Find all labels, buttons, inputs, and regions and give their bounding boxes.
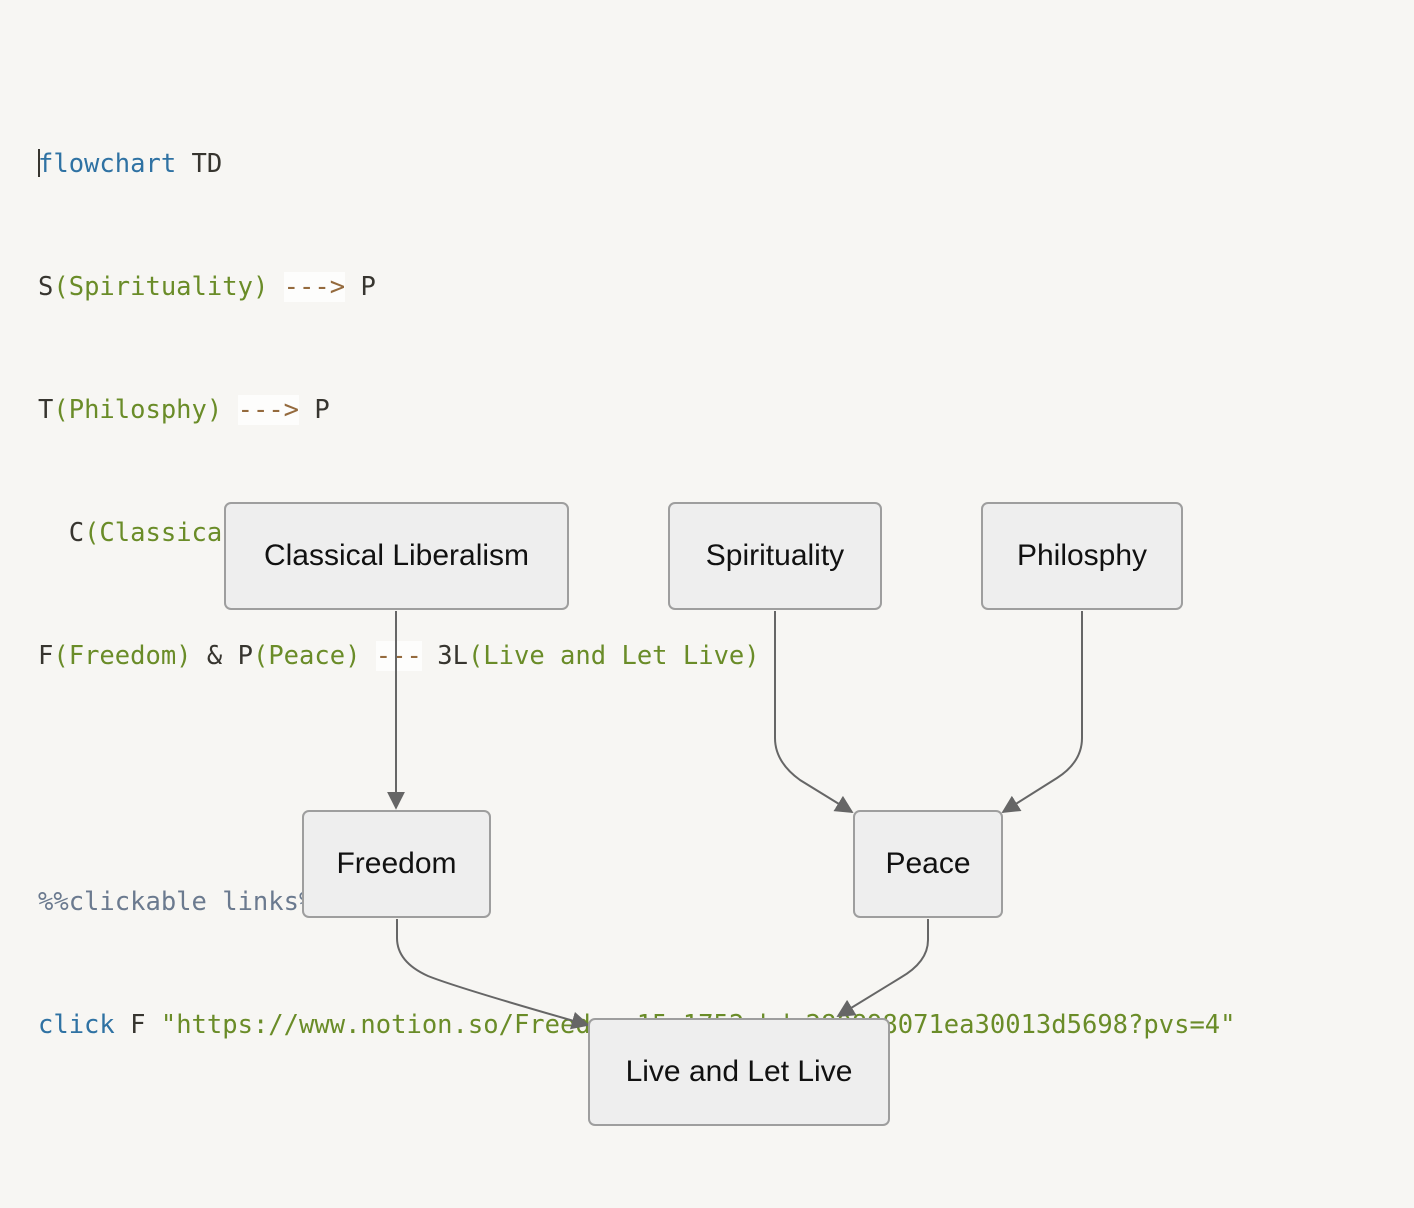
target-id-token: P: [360, 272, 376, 302]
target-id-token: P: [314, 395, 330, 425]
node-label-token: (Spirituality): [53, 272, 269, 302]
ampersand-token: &: [206, 641, 223, 671]
keyword-flowchart: flowchart: [38, 149, 177, 179]
node-peace[interactable]: Peace: [853, 810, 1003, 918]
keyword-click: click: [38, 1010, 115, 1040]
node-id-token: C: [68, 518, 85, 548]
arrow-token: --->: [237, 395, 300, 425]
code-line-1: flowchart TD: [38, 144, 1236, 185]
direction-token: TD: [191, 149, 223, 179]
node-id-token: F: [38, 641, 54, 671]
node-classical-liberalism[interactable]: Classical Liberalism: [224, 502, 569, 610]
node-label: Classical Liberalism: [263, 539, 530, 572]
node-label: Live and Let Live: [625, 1055, 853, 1088]
node-label-token: (Peace): [252, 641, 361, 671]
node-label: Peace: [885, 847, 971, 880]
arrow-token: --->: [283, 272, 346, 302]
link-token: ---: [375, 641, 422, 671]
node-label-token: (Freedom): [53, 641, 192, 671]
node-id-token: S: [38, 272, 54, 302]
node-id-token: 3L: [437, 641, 468, 671]
node-id-token: P: [237, 641, 253, 671]
node-id-token: T: [38, 395, 54, 425]
node-label: Philosphy: [1016, 539, 1148, 572]
edge-freedom-to-live: [396, 919, 590, 1030]
edge-philosophy-to-peace: [1001, 611, 1083, 813]
edge-spirituality-to-peace: [774, 611, 854, 813]
node-live-and-let-live[interactable]: Live and Let Live: [588, 1018, 890, 1126]
node-label: Freedom: [336, 847, 457, 880]
node-label-token: (Philosphy): [53, 395, 223, 425]
text-cursor: [38, 149, 40, 177]
code-line-2: S(Spirituality) ---> P: [38, 267, 1236, 308]
node-label: Spirituality: [705, 539, 845, 572]
node-id-token: F: [130, 1010, 146, 1040]
edge-peace-to-live: [836, 919, 929, 1017]
node-freedom[interactable]: Freedom: [302, 810, 491, 918]
code-line-5: F(Freedom) & P(Peace) --- 3L(Live and Le…: [38, 636, 1236, 677]
code-line-3: T(Philosphy) ---> P: [38, 390, 1236, 431]
node-spirituality[interactable]: Spirituality: [668, 502, 882, 610]
node-label-token: (Live and Let Live): [467, 641, 760, 671]
node-philosophy[interactable]: Philosphy: [981, 502, 1183, 610]
